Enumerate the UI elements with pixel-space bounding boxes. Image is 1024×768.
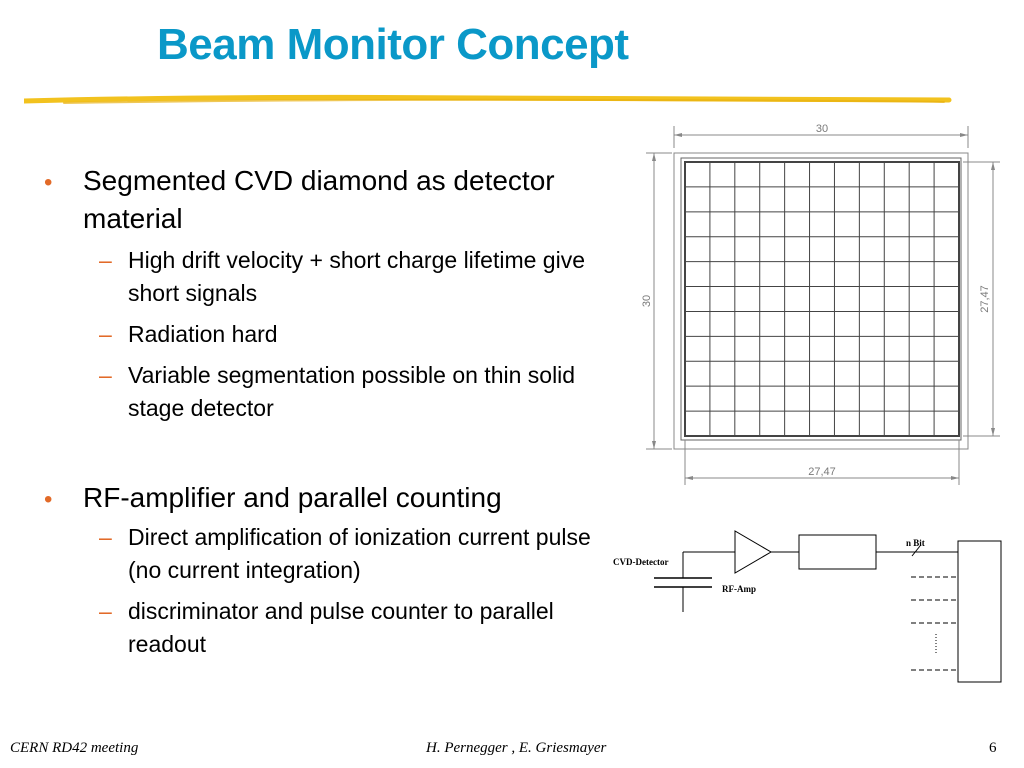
sub-bullet-item: – Variable segmentation possible on thin… [44, 359, 604, 425]
bullet-item: • Segmented CVD diamond as detector mate… [44, 162, 604, 238]
rf-amp-label: RF-Amp [722, 584, 756, 594]
counter-block [957, 540, 1002, 683]
sub-bullet-dash: – [99, 321, 112, 347]
dimension-top: 30 [816, 123, 828, 135]
sub-bullet-item: – Radiation hard [44, 318, 604, 351]
sub-bullet-item: – discriminator and pulse counter to par… [44, 595, 604, 661]
bullet-dot: • [44, 486, 53, 513]
discriminator-block [798, 534, 877, 570]
footer-authors: H. Pernegger , E. Griesmayer [426, 740, 607, 756]
page-number: 6 [989, 740, 997, 756]
segmented-detector-drawing [646, 126, 1000, 485]
n-bit-label: n Bit [906, 538, 925, 548]
footer-meeting: CERN RD42 meeting [10, 740, 139, 756]
bullet-dot: • [44, 169, 53, 196]
bullet-list: • Segmented CVD diamond as detector mate… [44, 162, 604, 661]
sub-bullet-text: Radiation hard [128, 321, 278, 347]
sub-bullet-text: discriminator and pulse counter to paral… [128, 598, 554, 657]
dimension-bottom: 27,47 [808, 466, 836, 478]
sub-bullet-text: Variable segmentation possible on thin s… [128, 362, 576, 421]
sub-bullet-dash: – [99, 362, 112, 388]
sub-bullet-item: – Direct amplification of ionization cur… [44, 521, 604, 587]
cvd-detector-label: CVD-Detector [613, 557, 668, 567]
bullet-item: • RF-amplifier and parallel counting [44, 479, 604, 517]
rf-amplifier-symbol [734, 530, 772, 574]
sub-bullet-dash: – [99, 247, 112, 273]
sub-bullet-dash: – [99, 598, 112, 624]
slide-title: Beam Monitor Concept [157, 20, 629, 69]
bullet-text: Segmented CVD diamond as detector materi… [83, 165, 555, 234]
readout-circuit-schematic [654, 530, 1002, 683]
sub-bullet-text: Direct amplification of ionization curre… [128, 524, 591, 583]
dimension-left: 30 [641, 295, 653, 307]
title-underline [24, 94, 952, 104]
bullet-text: RF-amplifier and parallel counting [83, 482, 502, 513]
sub-bullet-dash: – [99, 524, 112, 550]
segment-grid [685, 162, 959, 436]
sub-bullet-text: High drift velocity + short charge lifet… [128, 247, 586, 306]
dimension-right: 27,47 [979, 285, 991, 313]
sub-bullet-item: – High drift velocity + short charge lif… [44, 244, 604, 310]
